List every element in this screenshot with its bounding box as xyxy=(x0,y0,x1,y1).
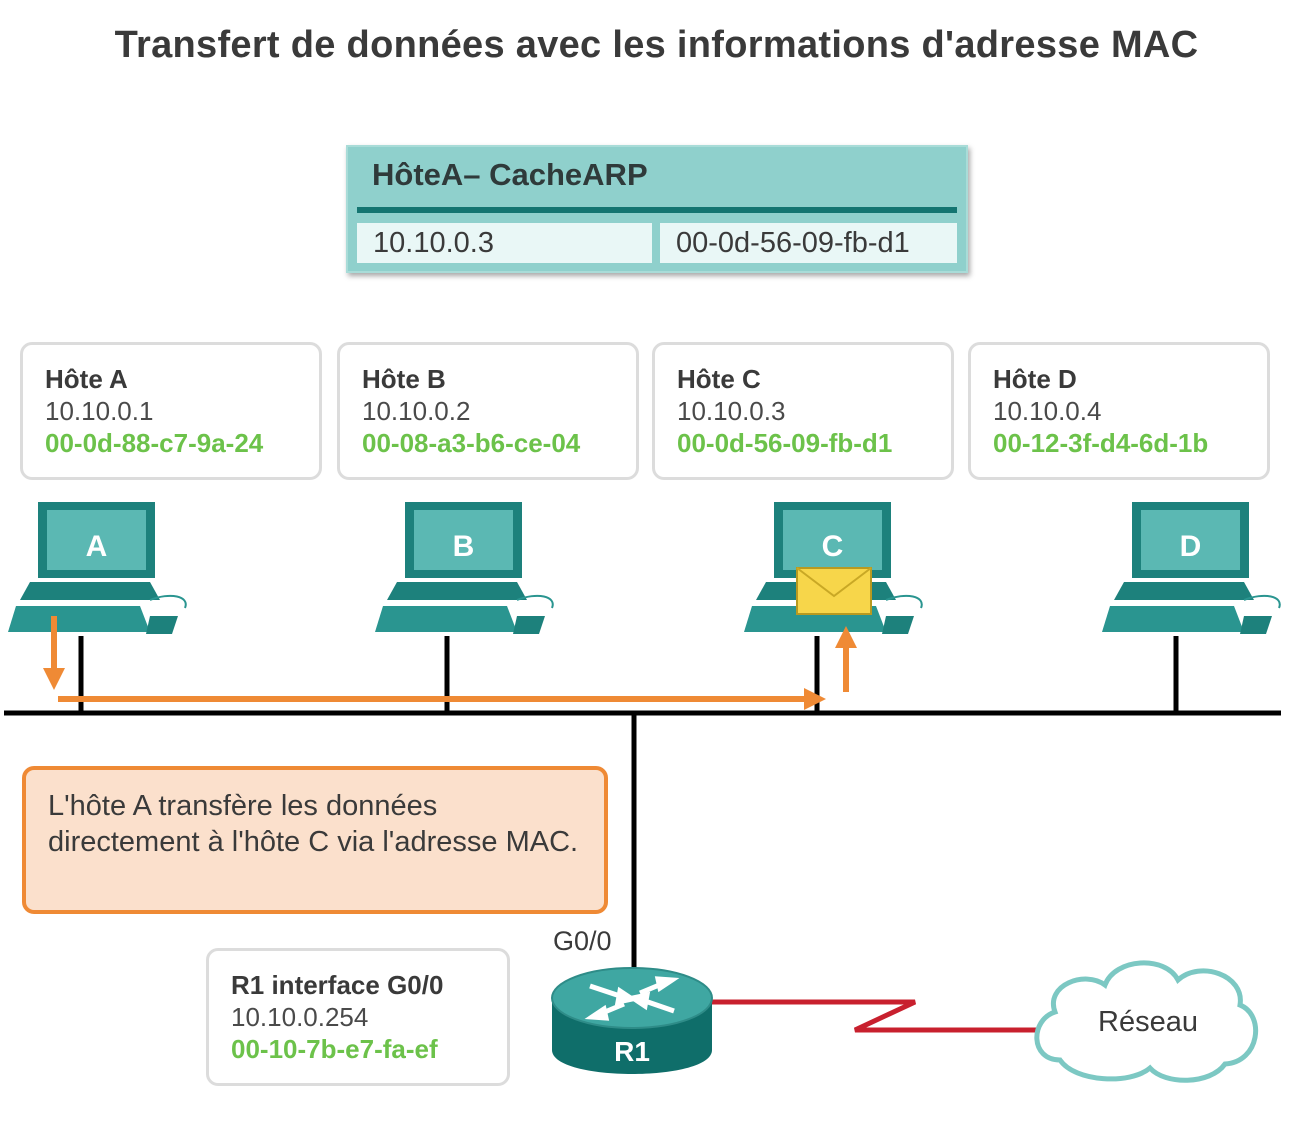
host-name: Hôte B xyxy=(362,364,446,394)
cloud-icon xyxy=(1034,960,1258,1083)
host-c-info: Hôte C 10.10.0.3 00-0d-56-09-fb-d1 xyxy=(652,342,954,480)
host-b-info: Hôte B 10.10.0.2 00-08-a3-b6-ce-04 xyxy=(337,342,639,480)
computer-a-label: A xyxy=(85,530,108,563)
host-a-info: Hôte A 10.10.0.1 00-0d-88-c7-9a-24 xyxy=(20,342,322,480)
host-name: Hôte A xyxy=(45,364,128,394)
arp-cache-table: HôteA– CacheARP 10.10.0.3 00-0d-56-09-fb… xyxy=(346,145,968,273)
router-name: R1 xyxy=(614,1036,650,1067)
computer-b-icon xyxy=(375,502,554,634)
arp-cache-title: HôteA– CacheARP xyxy=(372,157,648,192)
computer-d-label: D xyxy=(1179,530,1202,563)
arp-entry-ip: 10.10.0.3 xyxy=(357,223,652,263)
host-ip: 10.10.0.3 xyxy=(677,396,786,426)
computer-a-icon xyxy=(8,502,187,634)
page-title: Transfert de données avec les informatio… xyxy=(114,24,1199,66)
router-mac: 00-10-7b-e7-fa-ef xyxy=(231,1034,438,1064)
host-mac: 00-0d-88-c7-9a-24 xyxy=(45,428,264,458)
transfer-arrow xyxy=(43,616,857,710)
router-ip: 10.10.0.254 xyxy=(231,1002,369,1032)
host-name: Hôte C xyxy=(677,364,761,394)
host-mac: 00-12-3f-d4-6d-1b xyxy=(993,428,1209,458)
wan-link xyxy=(712,999,1043,1033)
host-mac: 00-0d-56-09-fb-d1 xyxy=(677,428,893,458)
host-d-info: Hôte D 10.10.0.4 00-12-3f-d4-6d-1b xyxy=(968,342,1270,480)
cloud-label: Réseau xyxy=(1098,1006,1198,1038)
host-ip: 10.10.0.4 xyxy=(993,396,1102,426)
computer-d-icon xyxy=(1102,502,1281,634)
host-ip: 10.10.0.2 xyxy=(362,396,471,426)
envelope-icon xyxy=(796,567,872,615)
computer-c-label: C xyxy=(821,530,844,563)
arp-entry-mac: 00-0d-56-09-fb-d1 xyxy=(660,223,957,263)
host-mac: 00-08-a3-b6-ce-04 xyxy=(362,428,581,458)
host-ip: 10.10.0.1 xyxy=(45,396,154,426)
router-icon xyxy=(551,967,713,1074)
computer-b-label: B xyxy=(452,530,475,563)
router-info-name: R1 interface G0/0 xyxy=(231,970,444,1000)
router-info: R1 interface G0/0 10.10.0.254 00-10-7b-e… xyxy=(206,948,510,1086)
arp-cache-divider xyxy=(357,207,957,213)
router-interface-label: G0/0 xyxy=(553,926,612,956)
explanation-note: L'hôte A transfère les données directeme… xyxy=(22,766,608,914)
host-name: Hôte D xyxy=(993,364,1077,394)
